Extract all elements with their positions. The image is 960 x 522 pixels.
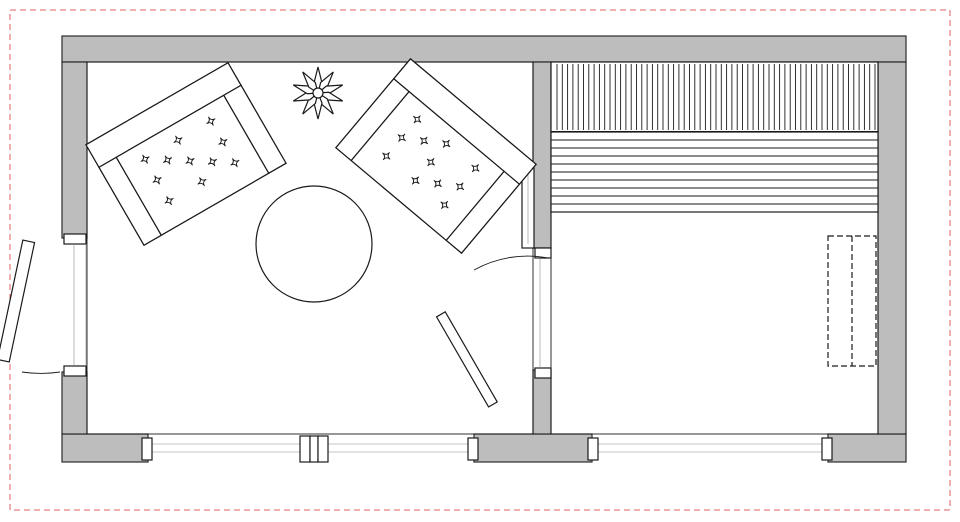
upper-bench bbox=[550, 61, 879, 133]
tuft-mark bbox=[433, 179, 442, 188]
entrance-door bbox=[0, 233, 87, 377]
tuft-mark bbox=[230, 158, 240, 168]
tuft-mark bbox=[207, 157, 218, 167]
tuft-mark bbox=[455, 182, 465, 191]
tuft-mark bbox=[197, 177, 207, 187]
tuft-mark bbox=[442, 139, 451, 148]
tuft-mark bbox=[411, 176, 420, 185]
armchair-icon bbox=[85, 61, 287, 247]
lower-bench bbox=[550, 131, 879, 213]
site-boundary bbox=[9, 9, 951, 511]
tuft-mark bbox=[382, 151, 391, 161]
windows bbox=[141, 435, 833, 463]
tuft-mark bbox=[471, 164, 480, 173]
round-table-icon bbox=[255, 185, 373, 303]
tuft-mark bbox=[426, 157, 435, 167]
armchair-icon bbox=[335, 58, 537, 254]
stove bbox=[827, 235, 877, 367]
plant-icon bbox=[292, 66, 344, 120]
tuft-mark bbox=[164, 196, 174, 206]
